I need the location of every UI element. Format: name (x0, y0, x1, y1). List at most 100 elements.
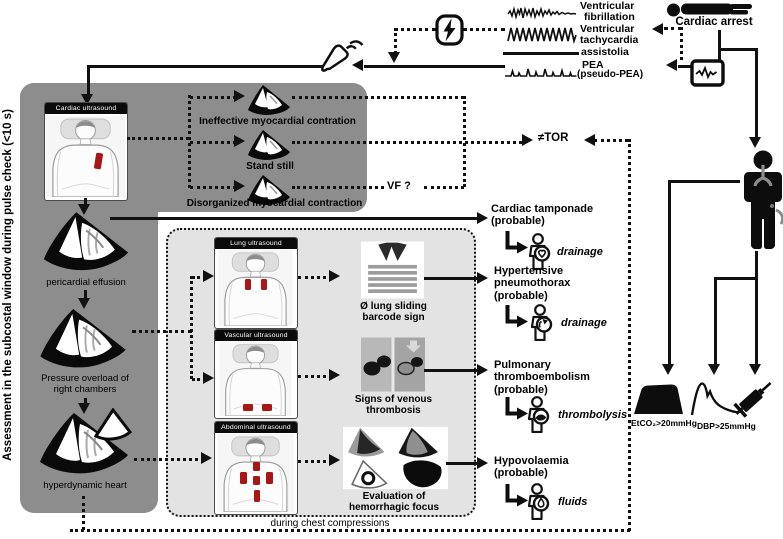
connector-lung-finding (298, 276, 332, 279)
fluids-person-icon (527, 483, 550, 520)
defibrillator-icon (435, 14, 464, 46)
connector-tor-right (594, 139, 628, 142)
cardiac-patient-figure (46, 115, 125, 198)
abdominal-card-title: Abdominal ultrasound (215, 422, 297, 433)
lung-patient-figure (216, 250, 295, 326)
connector-probe-to-panel (88, 65, 328, 68)
fan-pericardial-effusion (40, 211, 132, 273)
venous-thrombosis-image (361, 337, 425, 392)
abd-mark-c2 (253, 476, 260, 485)
arrow-to-tor-left (522, 134, 533, 146)
arrow-return-to-arrest (652, 23, 663, 35)
arrow-monitor-to-pea (666, 59, 677, 71)
connector-patient-left (668, 180, 740, 183)
vascular-mark-left (243, 404, 253, 411)
arrow-to-tor-right (584, 134, 595, 146)
finding3-label: Disorganized myocardial contraction (186, 198, 363, 209)
dx-hypovolaemia: Hypovolaemia(probable) (494, 455, 569, 480)
connector-abd-finding (298, 460, 332, 463)
connector-bracket (190, 276, 193, 379)
abd-mark-r (266, 472, 273, 484)
connector-vasc-finding (298, 375, 332, 378)
lung-ultrasound-card: Lung ultrasound (214, 237, 298, 329)
ecg-monitor-icon (690, 59, 725, 87)
vf-waveform-icon (507, 6, 577, 20)
arrow-pe (477, 364, 488, 376)
arterial-waveform-icon (690, 382, 739, 416)
connector-overload-out (132, 330, 192, 333)
connector-arrest-branch (718, 48, 758, 51)
connector-branch-dbp (714, 277, 758, 280)
arrow-hypovolaemia (477, 457, 488, 469)
connector-finding2-right (292, 141, 522, 144)
subcostal-window-label: Assessment in the subcostal window durin… (2, 109, 14, 461)
fan-ineffective-icon (246, 84, 292, 116)
stem-arrow1 (84, 198, 87, 205)
asystole-label: assistolia (581, 46, 629, 58)
connector-pea-to-probe (364, 65, 505, 68)
lying-patient-icon (667, 3, 752, 17)
asystole-flatline-icon (503, 52, 579, 55)
arrow-into-probe (352, 59, 363, 71)
connector-to-etco2 (668, 180, 671, 366)
connector-to-dbp (714, 277, 717, 366)
treatment-thrombolysis: thrombolysis (558, 409, 628, 421)
capnography-icon (634, 384, 683, 414)
elbow-arrow-3 (505, 397, 528, 420)
vf-question-label: VF ? (387, 180, 411, 192)
vt-waveform-icon (507, 27, 577, 44)
connector-down-to-cardiac-card (87, 65, 90, 96)
during-compressions-label: during chest compressions (270, 518, 390, 529)
arrow-tamponade (477, 212, 488, 224)
arrow-abd-finding (329, 454, 340, 466)
lung-mark-left (245, 279, 251, 290)
cardiac-ultrasound-card: Cardiac ultrasound (44, 102, 128, 201)
arrow-to-etco2 (662, 364, 674, 375)
arrow-to-vascular-card (203, 372, 214, 384)
etco2-label: EtCO₂>20mmHg (631, 418, 697, 428)
connector-effusion-to-tamponade (110, 217, 480, 220)
arrow-to-syringe (749, 364, 761, 375)
ultrasound-probe-icon (321, 40, 364, 72)
arrow-into-cardiac-card (81, 94, 93, 105)
connector-pe (424, 369, 480, 372)
stem-arrow3 (84, 398, 87, 404)
connector-findings-merge (463, 96, 466, 187)
cardiac-arrest-label: Cardiac arrest (675, 16, 753, 28)
connector-finding1-right (292, 96, 464, 99)
abd-mark-l (240, 472, 247, 484)
abd-mark-c3 (254, 490, 260, 502)
sign3-label: hyperdynamic heart (43, 480, 127, 491)
arrow-to-lung-card (203, 270, 214, 282)
lung-mark-right (261, 279, 267, 290)
connector-monitor-left (678, 65, 691, 68)
arrow-to-standing-patient (749, 137, 761, 148)
connector-findings-spine (188, 95, 191, 188)
finding1-label: Ineffective myocardial contration (199, 116, 356, 127)
arrow-defib-down (388, 52, 400, 63)
connector-hyperdynamic-out (134, 458, 204, 461)
vascular-patient-figure (216, 342, 295, 416)
elbow-arrow-2 (505, 305, 528, 328)
dx-tamponade: Cardiac tamponade(probable) (491, 203, 594, 228)
connector-return-h (664, 27, 682, 30)
lung-card-title: Lung ultrasound (215, 238, 297, 249)
connector-card-to-findings (127, 137, 189, 140)
fan-pressure-overload (36, 308, 130, 370)
connector-defib-left (394, 28, 436, 31)
connector-defib-down (394, 28, 397, 54)
elbow-arrow-4 (505, 484, 528, 507)
abd-mark-c1 (253, 462, 260, 471)
cardiac-card-title: Cardiac ultrasound (45, 103, 127, 114)
arrow-pneumothorax (477, 272, 488, 284)
arrow-vasc-finding (329, 369, 340, 381)
vascular-card-title: Vascular ultrasound (215, 330, 297, 341)
treatment-fluids: fluids (558, 496, 588, 508)
dbp-label: DBP>25mmHg (697, 421, 756, 431)
arrow-lung-finding (329, 270, 340, 282)
treatment-drainage-1: drainage (557, 246, 603, 258)
